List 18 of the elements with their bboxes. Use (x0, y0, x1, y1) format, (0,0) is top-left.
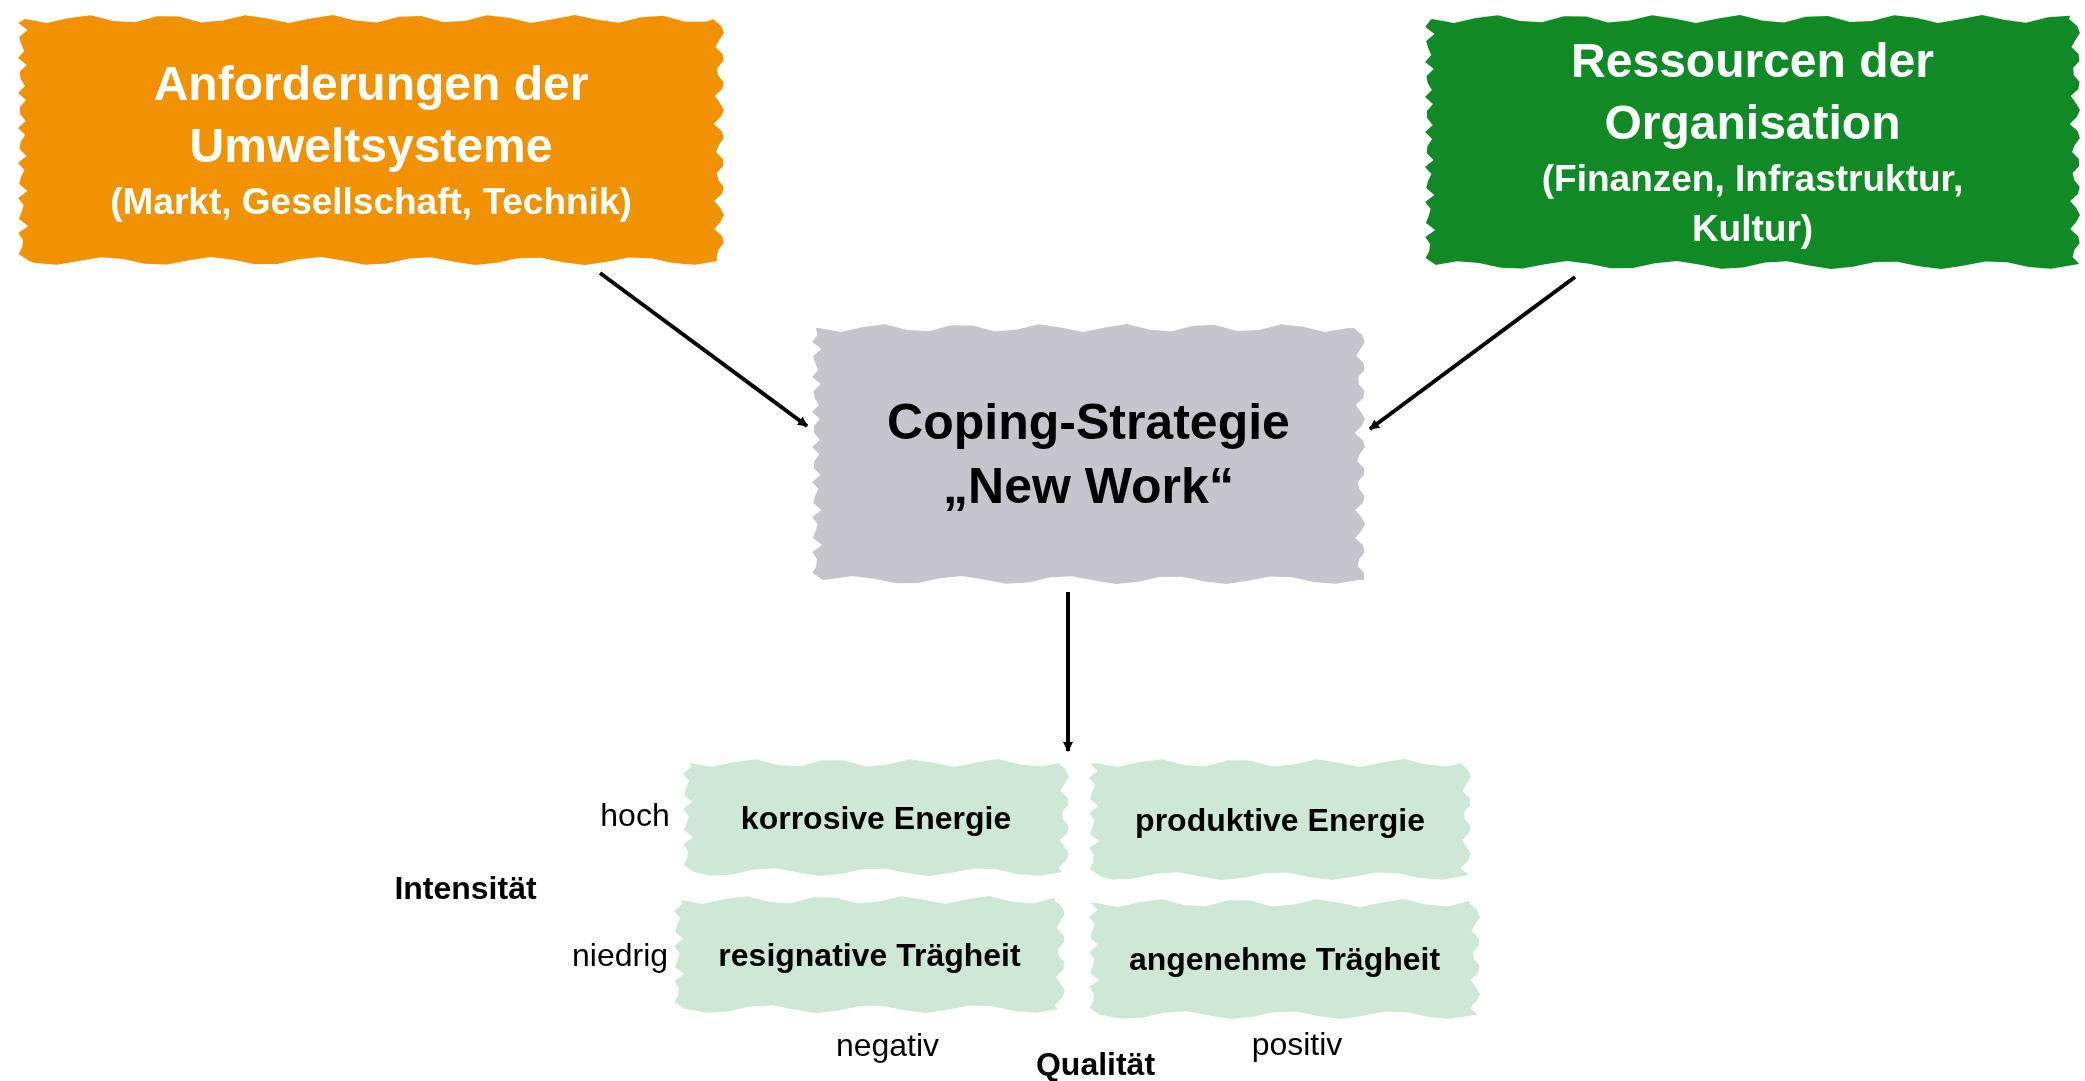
axis-tick-label: hoch (599, 796, 671, 835)
box-title: produktive Energie (1134, 800, 1426, 840)
arrow (1063, 592, 1073, 752)
axis-title: Qualität (1034, 1045, 1157, 1081)
axis-tick-label: niedrig (570, 936, 670, 975)
arrow (598, 271, 809, 428)
axis-tick-label: positiv (1250, 1025, 1344, 1064)
box-title: Ressourcen der Organisation (1570, 33, 1935, 151)
box-subtitle: (Markt, Gesellschaft, Technik) (109, 180, 633, 224)
box-title: resignative Trägheit (717, 935, 1022, 975)
axis-title: Intensität (393, 869, 538, 908)
box-title: korrosive Energie (739, 798, 1013, 838)
box-subtitle: (Finanzen, Infrastruktur, Kultur) (1540, 157, 1965, 251)
arrow (1368, 275, 1577, 431)
box-title: Coping-Strategie „New Work“ (886, 393, 1291, 516)
axis-tick-label: negativ (834, 1026, 941, 1065)
box-title: angenehme Trägheit (1127, 940, 1442, 979)
box-title: Anforderungen der Umweltsysteme (152, 56, 590, 174)
